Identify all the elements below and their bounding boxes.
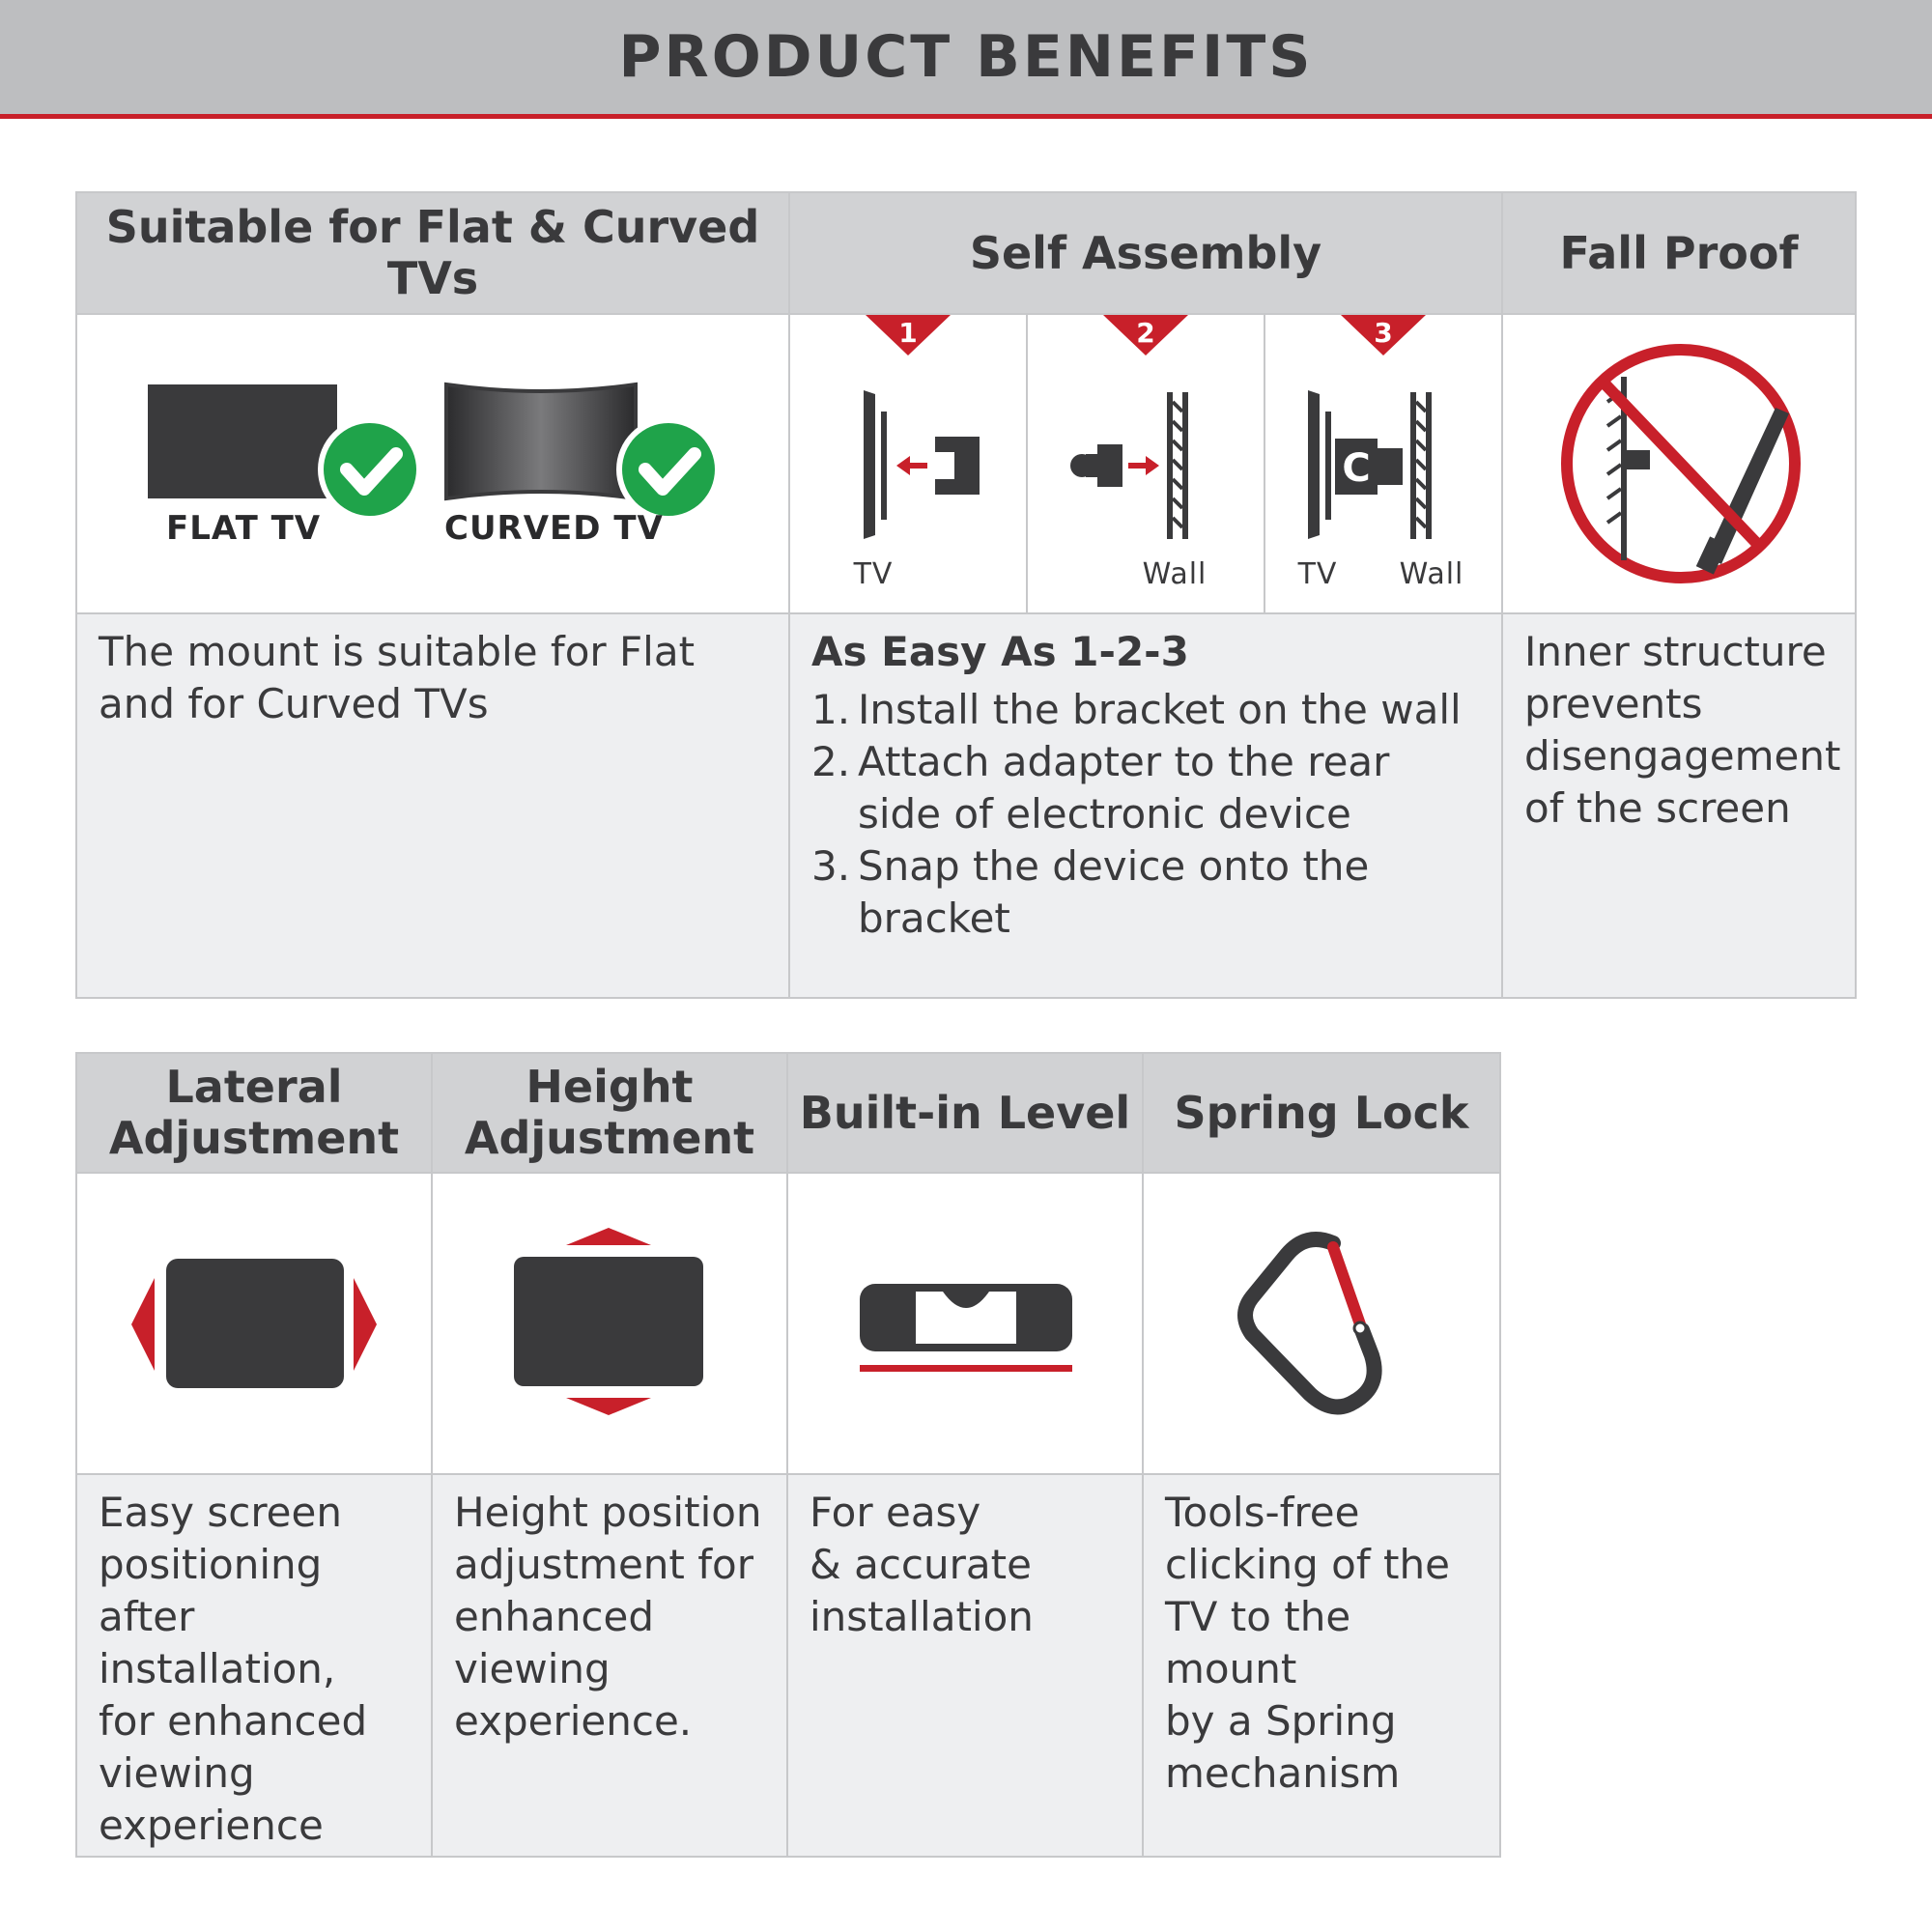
list-item: 3. Snap the device onto the bracket	[811, 842, 1370, 942]
header-fall-proof-text: Fall Proof	[1559, 226, 1799, 279]
icon-cell-lateral	[77, 1174, 433, 1475]
vertical-arrows-icon	[514, 1228, 703, 1415]
desc-self-assembly-title: As Easy As 1-2-3	[811, 628, 1189, 675]
step-3-badge: 3	[1374, 317, 1392, 349]
header-height: Height Adjustment	[433, 1054, 788, 1174]
curved-tv-label: CURVED TV	[444, 509, 664, 548]
header-level-text: Built-in Level	[799, 1086, 1131, 1139]
step-3-label-tv: TV	[1297, 557, 1338, 591]
step-3-icon: 3 C TV Wall	[1297, 315, 1464, 591]
icon-cell-level	[788, 1174, 1144, 1475]
desc-fall-proof: Inner structure prevents disengagement o…	[1503, 614, 1855, 997]
svg-text:C: C	[1342, 446, 1370, 491]
header-spring: Spring Lock	[1144, 1054, 1499, 1174]
desc-height-text: Height position adjustment for enhanced …	[454, 1489, 762, 1745]
desc-fall-proof-text: Inner structure prevents disengagement o…	[1524, 628, 1841, 832]
step-2-badge: 2	[1136, 317, 1154, 349]
lateral-arrows-icon	[131, 1259, 377, 1388]
header-self-assembly: Self Assembly	[790, 193, 1503, 315]
header-suitable: Suitable for Flat & Curved TVs	[77, 193, 790, 315]
header-fall-proof: Fall Proof	[1503, 193, 1855, 315]
desc-spring: Tools-free clicking of the TV to the mou…	[1144, 1475, 1499, 1856]
icon-cell-spring	[1144, 1174, 1499, 1475]
icon-cell-suitable: FLAT TV CURVED TV	[77, 315, 790, 614]
desc-level: For easy & accurate installation	[788, 1475, 1144, 1856]
header-self-assembly-text: Self Assembly	[969, 226, 1322, 279]
desc-lateral: Easy screen positioning after installati…	[77, 1475, 433, 1856]
desc-suitable-text: The mount is suitable for Flat and for C…	[99, 628, 696, 727]
carabiner-icon	[1237, 1232, 1382, 1415]
top-benefits-table: Suitable for Flat & Curved TVs Self Asse…	[75, 191, 1857, 999]
step-1-icon: 1 TV	[853, 315, 980, 591]
header-level: Built-in Level	[788, 1054, 1144, 1174]
list-item: 2. Attach adapter to the rear side of el…	[811, 738, 1390, 838]
step-1-label-tv: TV	[853, 557, 894, 591]
header-lateral: Lateral Adjustment	[77, 1054, 433, 1174]
bottom-benefits-table: Lateral Adjustment Height Adjustment Bui…	[75, 1052, 1501, 1858]
assembly-steps-list: 1. Install the bracket on the wall 2. At…	[811, 684, 1480, 945]
header-suitable-text: Suitable for Flat & Curved TVs	[105, 201, 760, 304]
banner: PRODUCT BENEFITS	[0, 0, 1932, 119]
step-2-icon: 2 Wall	[1070, 315, 1208, 591]
desc-suitable: The mount is suitable for Flat and for C…	[77, 614, 790, 997]
icon-cell-fall-proof	[1503, 315, 1855, 614]
flat-tv-label: FLAT TV	[166, 509, 321, 548]
step-2-label-wall: Wall	[1143, 557, 1208, 591]
header-height-text: Height Adjustment	[464, 1061, 755, 1164]
icon-cell-step-1: 1 TV	[790, 315, 1028, 614]
spirit-level-icon	[860, 1284, 1072, 1372]
flat-tv-icon	[148, 384, 337, 498]
icon-cell-height	[433, 1174, 788, 1475]
list-item: 1. Install the bracket on the wall	[811, 686, 1462, 733]
desc-lateral-text: Easy screen positioning after installati…	[99, 1489, 368, 1849]
desc-level-text: For easy & accurate installation	[810, 1489, 1034, 1640]
no-fall-icon	[1561, 344, 1801, 583]
step-1-badge: 1	[898, 317, 917, 349]
header-spring-text: Spring Lock	[1174, 1086, 1469, 1139]
curved-tv-icon	[444, 382, 638, 501]
checkmark-icon	[318, 417, 422, 522]
icon-cell-step-3: 3 C TV Wall	[1265, 315, 1503, 614]
desc-spring-text: Tools-free clicking of the TV to the mou…	[1165, 1489, 1450, 1797]
flat-curved-tv-icon: FLAT TV CURVED TV	[148, 382, 721, 548]
desc-self-assembly: As Easy As 1-2-3 1. Install the bracket …	[790, 614, 1503, 997]
header-lateral-text: Lateral Adjustment	[108, 1061, 400, 1164]
step-3-label-wall: Wall	[1400, 557, 1464, 591]
desc-height: Height position adjustment for enhanced …	[433, 1475, 788, 1856]
page-title: PRODUCT BENEFITS	[618, 23, 1314, 91]
icon-cell-step-2: 2 Wall	[1028, 315, 1265, 614]
checkmark-icon	[616, 417, 721, 522]
